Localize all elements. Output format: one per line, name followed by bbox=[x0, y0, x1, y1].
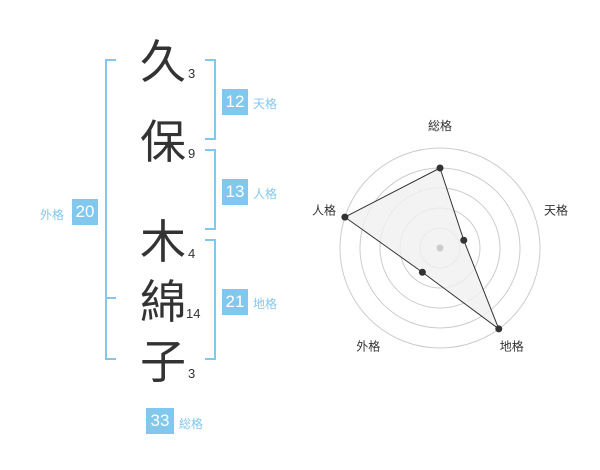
jinkaku-value: 13 bbox=[222, 179, 248, 205]
tenkaku-bracket bbox=[205, 59, 216, 140]
soukaku-label: 総格 bbox=[179, 417, 204, 431]
name-char-2: 保 bbox=[140, 115, 186, 169]
stroke-count-3: 4 bbox=[188, 246, 196, 261]
radar-polygon bbox=[343, 167, 500, 331]
jinkaku-label: 人格 bbox=[253, 187, 278, 201]
radar-point-3 bbox=[495, 325, 503, 333]
stroke-count-5: 3 bbox=[188, 366, 196, 381]
radar-axis-label-2: 天格 bbox=[544, 202, 568, 217]
gaikaku-label: 外格 bbox=[40, 208, 65, 222]
name-char-4: 綿 bbox=[140, 275, 186, 329]
stroke-count-4: 14 bbox=[186, 306, 201, 321]
chikaku-value: 21 bbox=[222, 289, 248, 315]
tenkaku-value: 12 bbox=[222, 89, 248, 115]
chikaku-bracket bbox=[205, 239, 216, 360]
radar-axis-label-3: 地格 bbox=[500, 339, 524, 354]
radar-ring bbox=[339, 147, 541, 349]
radar-axis-label-5: 人格 bbox=[312, 202, 336, 217]
name-char-1: 久 bbox=[140, 35, 186, 89]
gaikaku-value: 20 bbox=[72, 199, 98, 225]
radar-point-2 bbox=[460, 236, 468, 244]
radar-axis-label-1: 総格 bbox=[428, 118, 452, 133]
name-char-3: 木 bbox=[140, 215, 186, 269]
tenkaku-label: 天格 bbox=[253, 97, 278, 111]
gaikaku-bracket bbox=[105, 59, 116, 360]
radar-point-1 bbox=[436, 164, 444, 172]
jinkaku-bracket bbox=[205, 149, 216, 230]
stroke-count-1: 3 bbox=[188, 66, 196, 81]
radar-point-4 bbox=[418, 268, 426, 276]
radar-center bbox=[436, 244, 444, 252]
radar-axis-label-4: 外格 bbox=[356, 339, 380, 354]
soukaku-value: 33 bbox=[146, 408, 174, 434]
radar-point-5 bbox=[341, 213, 349, 221]
chikaku-label: 地格 bbox=[253, 297, 278, 311]
stroke-count-2: 9 bbox=[188, 146, 196, 161]
name-char-5: 子 bbox=[140, 335, 186, 389]
